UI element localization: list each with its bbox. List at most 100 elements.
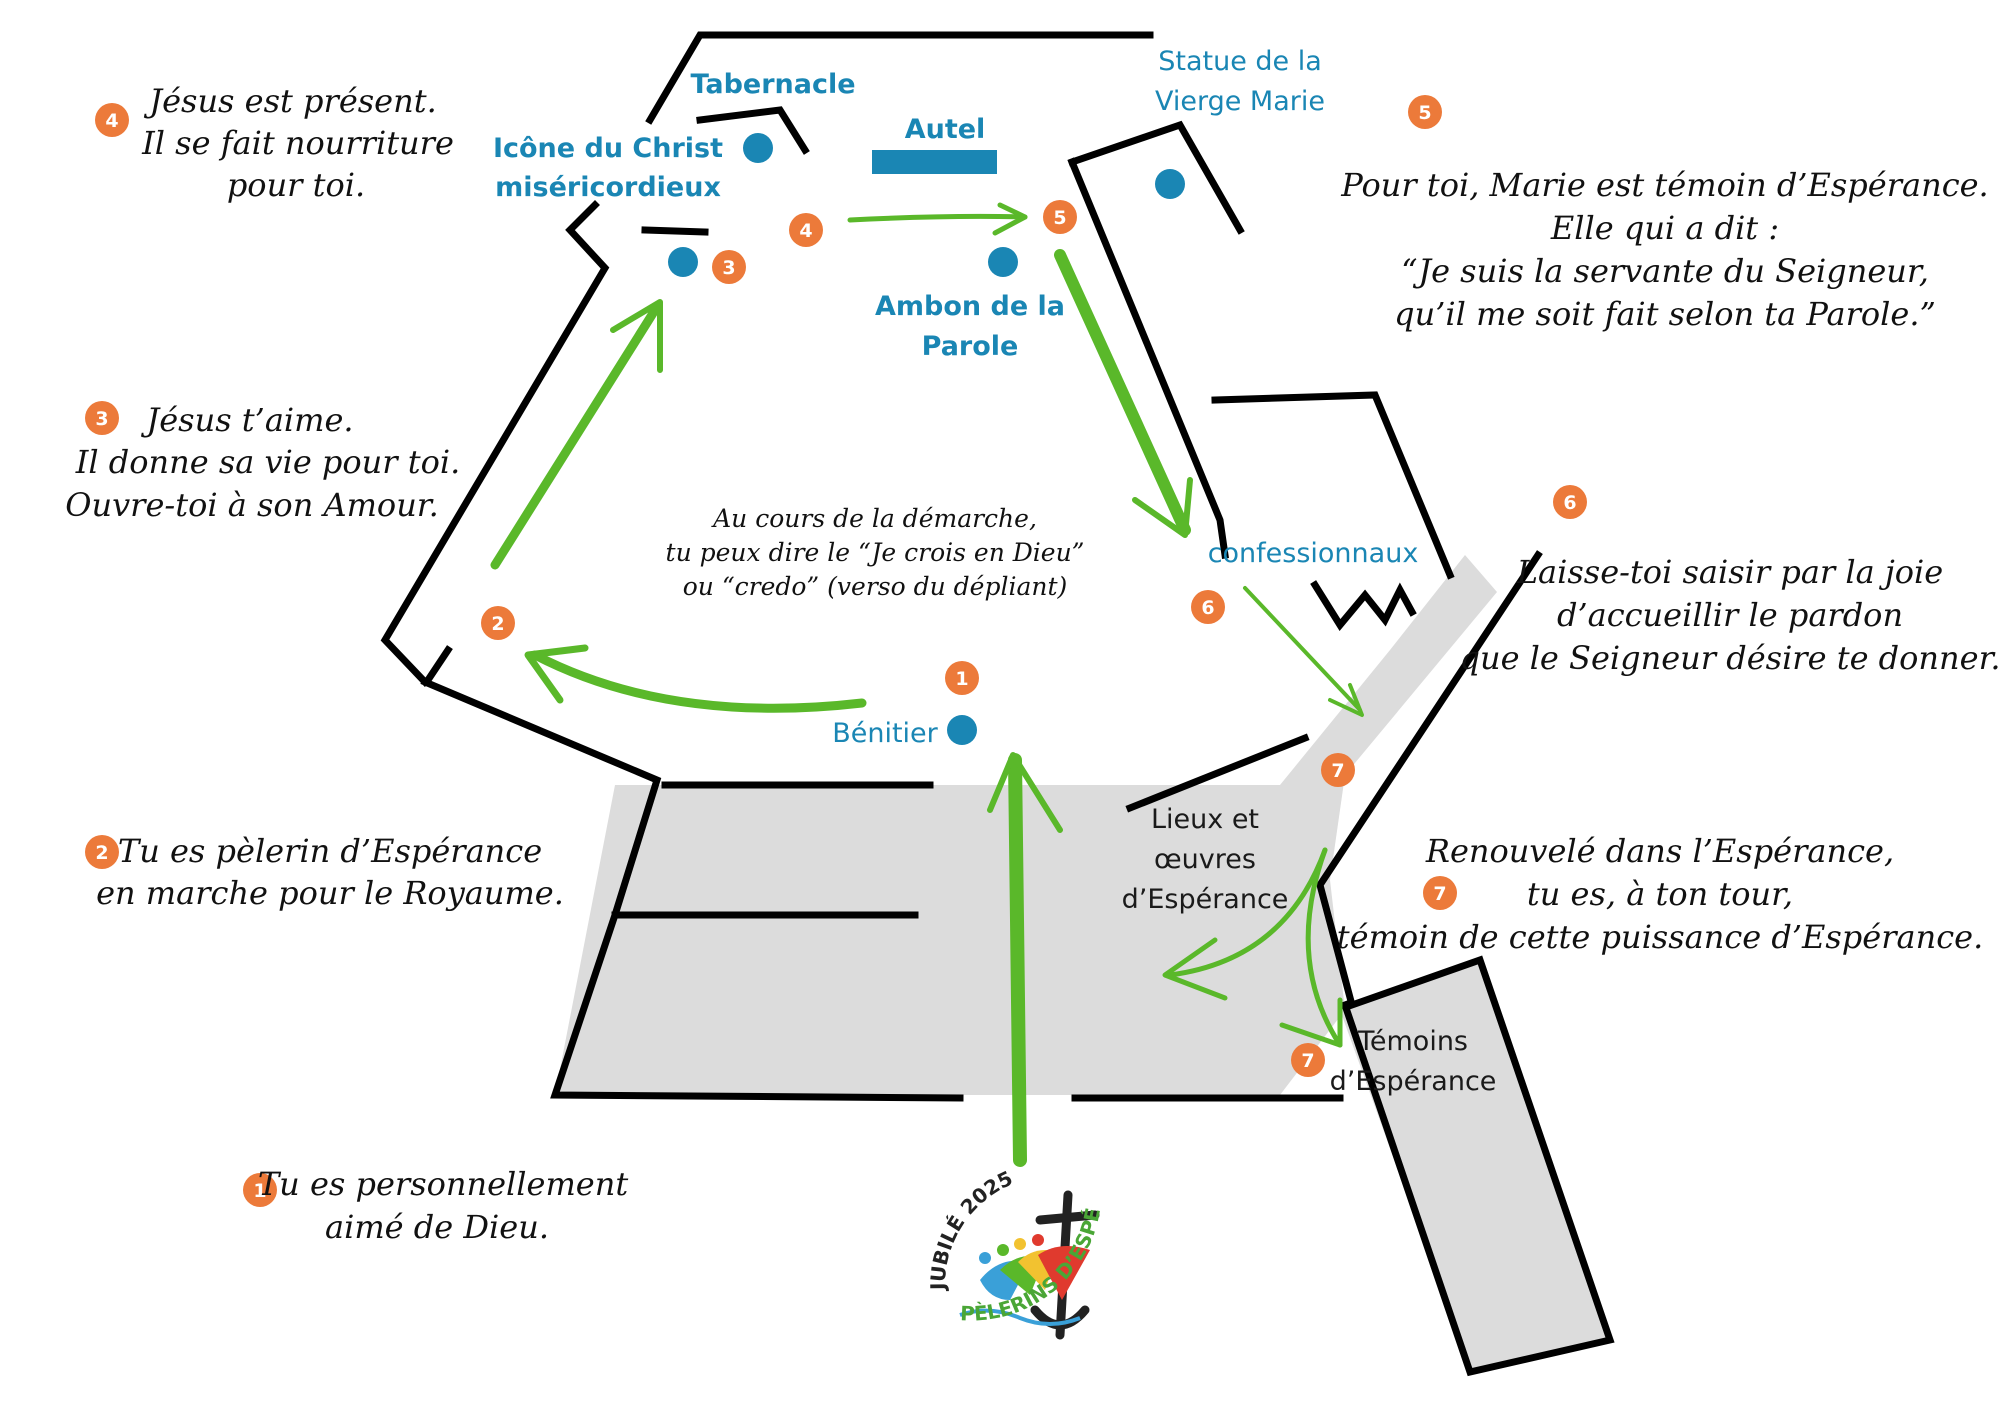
arrow-to-lieux-head: [1162, 937, 1228, 1001]
svg-text:5: 5: [1053, 207, 1066, 229]
arrow-5-to-6: [1054, 249, 1191, 536]
step-1-marker: [243, 1173, 277, 1207]
arrow-2-to-3: [490, 305, 660, 570]
step-3-line-3: Ouvre-toi à son Amour.: [65, 486, 439, 524]
label-lieux-1: Lieux et: [1151, 804, 1259, 835]
svg-text:7: 7: [1433, 883, 1446, 905]
icone-point: [668, 247, 698, 277]
center-note-line-1: Au cours de la démarche,: [711, 504, 1037, 533]
step-6-line-2: d’accueillir le pardon: [1557, 596, 1903, 634]
step-5-line-3: “Je suis la servante du Seigneur,: [1401, 252, 1929, 290]
map-markers: 1 2 3 4 5 6 7 7: [481, 200, 1355, 1077]
step-6-marker: [1553, 485, 1587, 519]
arrow-entrance-head: [987, 752, 1063, 833]
step-2-line-1: Tu es pèlerin d’Espérance: [118, 832, 542, 870]
arrow-to-6-head: [1132, 477, 1193, 538]
marker-4: 4: [789, 213, 823, 247]
marker-1: 1: [945, 661, 979, 695]
svg-text:2: 2: [491, 613, 504, 635]
label-icone-1: Icône du Christ: [493, 133, 723, 164]
step-2-marker: [85, 835, 119, 869]
step-5-line-1: Pour toi, Marie est témoin d’Espérance.: [1340, 166, 1988, 204]
svg-text:4: 4: [799, 220, 812, 242]
step-7-line-1: Renouvelé dans l’Espérance,: [1425, 832, 1894, 870]
marker-3: 3: [712, 250, 746, 284]
center-note-line-2: tu peux dire le “Je crois en Dieu”: [666, 538, 1085, 567]
label-lieux-2: œuvres: [1154, 844, 1256, 875]
step-6: 6 Laisse-toi saisir par la joie d’accuei…: [1459, 485, 2000, 677]
label-statue-2: Vierge Marie: [1155, 86, 1325, 117]
svg-text:1: 1: [253, 1180, 266, 1202]
label-tabernacle: Tabernacle: [690, 69, 855, 100]
svg-text:7: 7: [1301, 1050, 1314, 1072]
church-walls: [380, 31, 1615, 1377]
label-temoins-1: Témoins: [1357, 1026, 1468, 1057]
label-lieux-3: d’Espérance: [1122, 884, 1289, 915]
wall-tabernacle: [645, 31, 1154, 125]
benitier-point: [947, 715, 977, 745]
step-3: 3 Jésus t’aime. Il donne sa vie pour toi…: [65, 401, 460, 524]
label-ambon-1: Ambon de la: [875, 291, 1065, 322]
arrow-4-to-5: [847, 213, 1028, 223]
tabernacle-point: [743, 133, 773, 163]
label-statue-1: Statue de la: [1158, 46, 1322, 77]
step-1-line-2: aimé de Dieu.: [325, 1208, 549, 1246]
step-2: 2 Tu es pèlerin d’Espérance en marche po…: [85, 832, 564, 912]
step-6-line-3: que le Seigneur désire te donner.: [1459, 639, 2000, 677]
logo-figure-red: [1038, 1246, 1090, 1300]
arrow-to-3-head: [610, 299, 663, 373]
step-2-line-2: en marche pour le Royaume.: [96, 874, 564, 912]
arrow-benitier-to-2: [530, 650, 867, 713]
arrow-to-temoins-head: [1279, 997, 1343, 1048]
arrow-entrance-to-benitier: [1008, 753, 1027, 1167]
step-7-line-3: témoin de cette puissance d’Espérance.: [1337, 918, 1983, 956]
wall-confession-zigzag: [1310, 580, 1417, 631]
wall-lieux: [1125, 733, 1310, 813]
arrow-to-5-head: [992, 202, 1028, 236]
ambon-point: [988, 247, 1018, 277]
label-confessionnaux: confessionnaux: [1208, 538, 1419, 569]
marker-2: 2: [481, 606, 515, 640]
marker-7a: 7: [1321, 753, 1355, 787]
wall-confession-box: [1211, 391, 1455, 580]
marker-5: 5: [1043, 200, 1077, 234]
step-5: 5 Pour toi, Marie est témoin d’Espérance…: [1340, 95, 1989, 333]
statue-point: [1155, 169, 1185, 199]
svg-text:3: 3: [95, 408, 108, 430]
svg-text:6: 6: [1201, 597, 1214, 619]
step-3-line-1: Jésus t’aime.: [140, 401, 353, 439]
step-7: 7 Renouvelé dans l’Espérance, tu es, à t…: [1337, 832, 1983, 956]
svg-text:2: 2: [95, 842, 108, 864]
place-labels: Tabernacle Icône du Christ miséricordieu…: [493, 46, 1496, 1097]
altar-rect: [872, 150, 997, 174]
step-4-marker: [95, 103, 129, 137]
svg-text:7: 7: [1331, 760, 1344, 782]
step-3-marker: [85, 401, 119, 435]
step-1: 1 Tu es personnellement aimé de Dieu.: [243, 1165, 628, 1246]
svg-text:1: 1: [955, 668, 968, 690]
marker-7b: 7: [1291, 1043, 1325, 1077]
label-temoins-2: d’Espérance: [1330, 1066, 1497, 1097]
wall-left: [380, 200, 610, 687]
step-7-line-2: tu es, à ton tour,: [1527, 875, 1793, 913]
wall-right-outer: [1316, 550, 1615, 1377]
arrow-to-7-head: [1328, 683, 1364, 717]
step-7-marker: [1423, 876, 1457, 910]
entrance-zone: [555, 555, 1497, 1095]
step-6-line-1: Laisse-toi saisir par la joie: [1516, 553, 1943, 591]
step-5-line-4: qu’il me soit fait selon ta Parole.”: [1394, 295, 1936, 333]
wall-left-stub: [423, 645, 453, 685]
arrow-6-to-7: [1243, 586, 1362, 712]
center-note-line-3: ou “credo” (verso du dépliant): [683, 572, 1068, 601]
church-points: [668, 133, 1185, 745]
svg-text:6: 6: [1563, 492, 1576, 514]
step-5-marker: [1408, 95, 1442, 129]
step-5-line-2: Elle qui a dit :: [1550, 209, 1779, 247]
label-icone-2: miséricordieux: [495, 172, 721, 203]
svg-text:5: 5: [1418, 102, 1431, 124]
center-note: Au cours de la démarche, tu peux dire le…: [666, 504, 1085, 601]
temoins-zone: [1340, 960, 1610, 1370]
step-4-line-1: Jésus est présent.: [143, 82, 437, 120]
step-4-line-3: pour toi.: [227, 166, 365, 204]
